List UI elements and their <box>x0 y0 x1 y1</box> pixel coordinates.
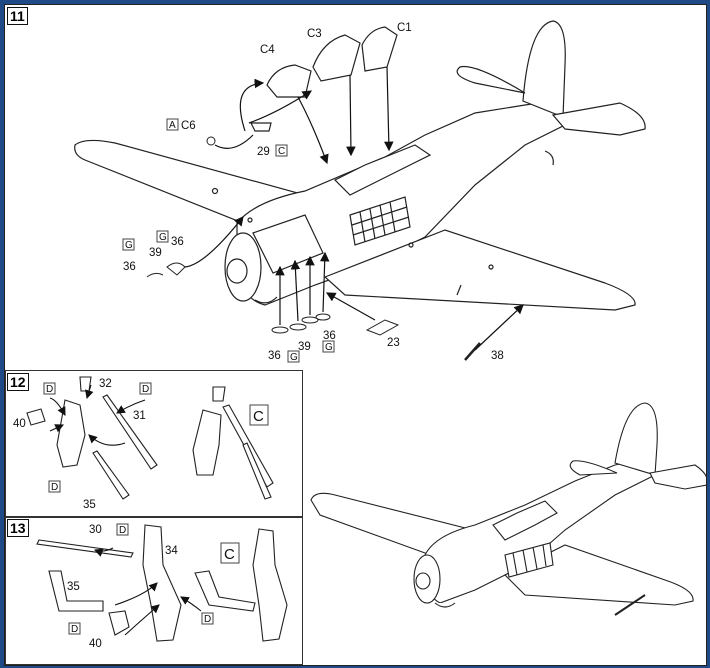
s12-label-d1: D <box>46 384 53 395</box>
label-23: 23 <box>387 337 400 349</box>
instruction-sheet: 11 12 13 <box>4 4 707 666</box>
label-c1: C1 <box>397 22 412 34</box>
label-29-box: C <box>278 146 285 157</box>
s13-label-d3: D <box>204 614 211 625</box>
step-13-number: 13 <box>7 519 29 537</box>
step12-gear-drawing <box>26 376 274 500</box>
s13-label-30: 30 <box>89 524 102 536</box>
drawing-canvas: C1 C3 C4 A C6 29 C G 36 G 39 36 36 39 G … <box>13 20 706 650</box>
label-g3: G <box>325 342 333 353</box>
s12-label-31: 31 <box>133 410 146 422</box>
label-36b: 36 <box>123 261 136 273</box>
label-36d: 36 <box>268 350 281 362</box>
s13-label-d1: D <box>119 525 126 536</box>
s12-label-d3: D <box>51 482 58 493</box>
assembly-arrows <box>184 66 524 351</box>
step12-arrows <box>49 384 146 446</box>
step-12-number: 12 <box>7 373 29 391</box>
s13-label-40: 40 <box>89 638 102 650</box>
s12-label-35: 35 <box>83 499 96 511</box>
s13-label-35: 35 <box>67 581 80 593</box>
step-11-number: 11 <box>7 7 28 25</box>
label-29: 29 <box>257 146 270 158</box>
s13-label-c: C <box>224 546 235 563</box>
label-c6: C6 <box>181 120 196 132</box>
canopy-parts <box>250 26 398 132</box>
step-13-panel <box>5 516 303 665</box>
s12-label-d2: D <box>142 384 149 395</box>
main-aircraft-drawing <box>74 20 646 311</box>
s12-label-40: 40 <box>13 418 26 430</box>
label-c6-box: A <box>169 120 176 131</box>
label-39b: 39 <box>298 341 311 353</box>
label-36c: 36 <box>323 330 336 342</box>
label-g4: G <box>290 352 298 363</box>
s12-label-c: C <box>253 408 264 425</box>
step13-arrows <box>93 547 202 636</box>
label-c3: C3 <box>307 28 322 40</box>
s13-label-d2: D <box>71 624 78 635</box>
assembled-aircraft-drawing <box>310 402 706 616</box>
step-12-panel <box>5 370 303 518</box>
label-39a: 39 <box>149 247 162 259</box>
label-36a: 36 <box>171 236 184 248</box>
s13-label-34: 34 <box>165 545 178 557</box>
small-parts-left <box>146 136 481 361</box>
s12-label-32: 32 <box>99 378 112 390</box>
label-g2: G <box>125 240 133 251</box>
label-g1: G <box>159 232 167 243</box>
label-c4: C4 <box>260 44 275 56</box>
label-38: 38 <box>491 350 504 362</box>
